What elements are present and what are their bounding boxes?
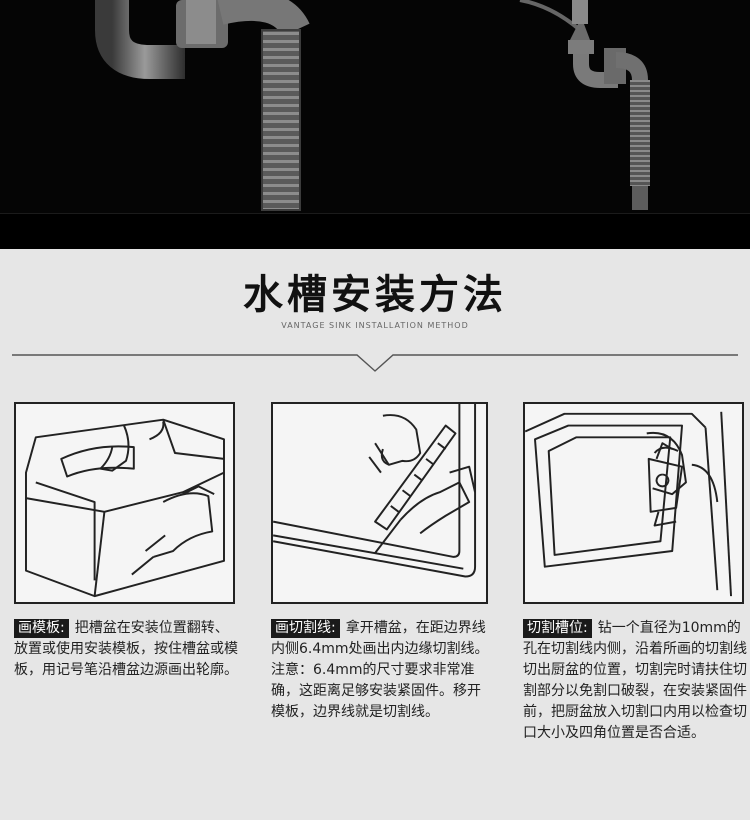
step-2-illustration: [271, 402, 488, 604]
step-2-tag: 画切割线:: [271, 619, 340, 638]
draw-cut-line-drawing: [273, 404, 477, 578]
step-2-description: 画切割线:拿开槽盆，在距边界线内侧6.4mm处画出内边缘切割线。注意：6.4mm…: [271, 618, 493, 723]
step-3-text: 钻一个直径为10mm的孔在切割线内侧，沿着所画的切割线切出厨盆的位置，切割完时请…: [523, 620, 747, 741]
step-3-tag: 切割槽位:: [523, 619, 592, 638]
draw-template-drawing: [25, 418, 225, 598]
step-1-description: 画模板:把槽盆在安装位置翻转、放置或使用安装模板，按住槽盆或模板，用记号笔沿槽盆…: [14, 618, 238, 681]
shelf-edge: [0, 213, 750, 249]
drain-pipes-photo: [0, 0, 750, 249]
step-3-illustration: [523, 402, 744, 604]
step-3-description: 切割槽位:钻一个直径为10mm的孔在切割线内侧，沿着所画的切割线切出厨盆的位置，…: [523, 618, 747, 744]
step-1-illustration: [14, 402, 235, 604]
page-title: 水槽安装方法: [243, 272, 507, 318]
step-2-text: 拿开槽盆，在距边界线内侧6.4mm处画出内边缘切割线。注意：6.4mm的尺寸要求…: [271, 620, 489, 720]
drain-pipes-illustration: [95, 0, 650, 211]
cut-slot-drawing: [525, 411, 733, 597]
step-1-text: 把槽盆在安装位置翻转、放置或使用安装模板，按住槽盆或模板，用记号笔沿槽盆边源画出…: [14, 620, 238, 678]
section-divider: [12, 354, 738, 372]
step-1-tag: 画模板:: [14, 619, 69, 638]
page-subtitle: VANTAGE SINK INSTALLATION METHOD: [281, 321, 469, 330]
